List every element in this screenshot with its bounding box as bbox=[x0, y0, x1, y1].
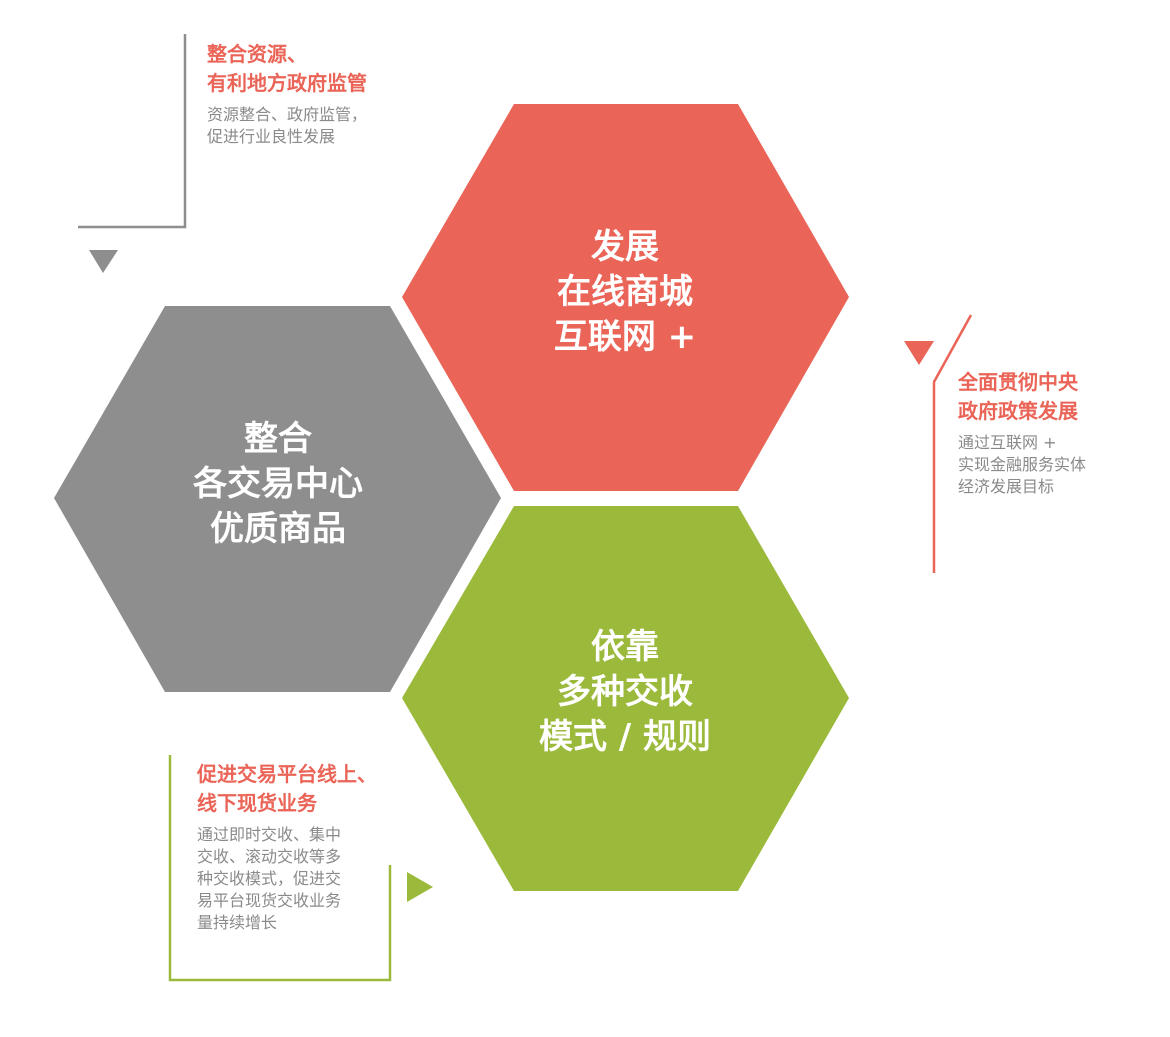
note-title-line: 全面贯彻中央 bbox=[958, 370, 1078, 394]
hexagon-gray-line-3: 优质商品 bbox=[210, 509, 346, 549]
note-title-line: 线下现货业务 bbox=[197, 791, 317, 815]
note-body: 资源整合、政府监管， 促进行业良性发展 bbox=[207, 104, 367, 148]
hexagon-red-line-2: 在线商城 bbox=[557, 272, 693, 312]
note-body-line: 量持续增长 bbox=[197, 913, 278, 932]
hexagon-gray bbox=[54, 306, 501, 692]
note-body-line: 资源整合、政府监管， bbox=[207, 105, 368, 124]
arrow-down-icon bbox=[89, 250, 118, 273]
hexagon-green-line-3: 模式 / 规则 bbox=[538, 717, 712, 757]
connector-right bbox=[932, 314, 973, 573]
hexagon-green-line-1: 依靠 bbox=[591, 627, 659, 667]
hexagon-red-line-3: 互联网 + bbox=[553, 317, 697, 357]
note-body-line: 通过互联网 + bbox=[958, 433, 1057, 452]
note-body-line: 通过即时交收、集中 bbox=[197, 825, 342, 844]
hexagon-green-label: 依靠 多种交收 模式 / 规则 bbox=[475, 625, 775, 760]
hexagon-green bbox=[402, 506, 849, 891]
note-body-line: 促进行业良性发展 bbox=[207, 127, 336, 146]
note-title: 整合资源、 有利地方政府监管 bbox=[207, 40, 367, 98]
note-title-line: 有利地方政府监管 bbox=[207, 71, 367, 95]
connector-bottom-left bbox=[168, 755, 392, 982]
note-right: 全面贯彻中央 政府政策发展 通过互联网 + 实现金融服务实体 经济发展目标 bbox=[958, 368, 1086, 498]
hexagon-red-label: 发展 在线商城 互联网 + bbox=[475, 225, 775, 360]
arrow-right-icon bbox=[407, 872, 433, 902]
hexagon-red-line-1: 发展 bbox=[591, 227, 659, 267]
note-body-line: 种交收模式，促进交 bbox=[197, 869, 342, 888]
note-title: 全面贯彻中央 政府政策发展 bbox=[958, 368, 1086, 426]
note-body-line: 易平台现货交收业务 bbox=[197, 891, 342, 910]
note-body: 通过即时交收、集中 交收、滚动交收等多 种交收模式，促进交 易平台现货交收业务 … bbox=[197, 824, 377, 934]
hexagon-gray-line-2: 各交易中心 bbox=[193, 464, 363, 504]
note-bottom-left: 促进交易平台线上、 线下现货业务 通过即时交收、集中 交收、滚动交收等多 种交收… bbox=[197, 760, 377, 934]
arrow-down-icon bbox=[904, 341, 934, 365]
hexagon-red bbox=[402, 104, 849, 491]
connector-top-left bbox=[78, 34, 187, 229]
note-title-line: 政府政策发展 bbox=[958, 399, 1078, 423]
note-body-line: 经济发展目标 bbox=[958, 477, 1055, 496]
note-body-line: 实现金融服务实体 bbox=[958, 455, 1087, 474]
note-title-line: 促进交易平台线上、 bbox=[197, 762, 377, 786]
hexagon-gray-label: 整合 各交易中心 优质商品 bbox=[128, 417, 428, 552]
hexagon-green-line-2: 多种交收 bbox=[557, 672, 693, 712]
note-body-line: 交收、滚动交收等多 bbox=[197, 847, 342, 866]
note-body: 通过互联网 + 实现金融服务实体 经济发展目标 bbox=[958, 432, 1086, 498]
hexagon-gray-line-1: 整合 bbox=[244, 419, 312, 459]
note-title-line: 整合资源、 bbox=[207, 42, 307, 66]
note-title: 促进交易平台线上、 线下现货业务 bbox=[197, 760, 377, 818]
note-top-left: 整合资源、 有利地方政府监管 资源整合、政府监管， 促进行业良性发展 bbox=[207, 40, 367, 148]
